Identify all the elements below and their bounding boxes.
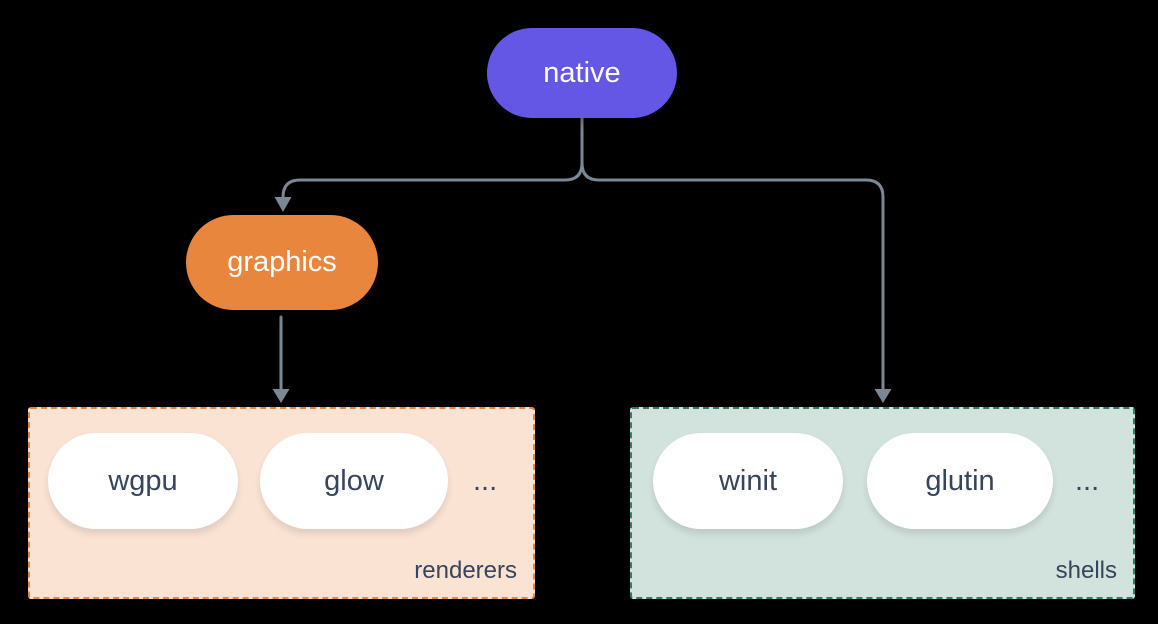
edge-native-to-shells bbox=[580, 116, 885, 391]
more-items-indicator: ... bbox=[473, 464, 498, 497]
node-glow-label: glow bbox=[324, 464, 384, 497]
node-native: native bbox=[487, 28, 677, 118]
node-winit: winit bbox=[653, 433, 843, 529]
node-native-label: native bbox=[543, 56, 621, 89]
group-shells-label: shells bbox=[1055, 557, 1117, 584]
node-glow: glow bbox=[260, 433, 448, 529]
arrowhead-down-icon bbox=[874, 389, 892, 403]
node-glutin: glutin bbox=[867, 433, 1053, 529]
node-graphics-label: graphics bbox=[227, 246, 337, 278]
arrowhead-down-icon bbox=[272, 389, 290, 403]
edge-native-to-graphics bbox=[281, 116, 584, 201]
node-glutin-label: glutin bbox=[925, 464, 995, 497]
node-wgpu: wgpu bbox=[48, 433, 238, 529]
node-winit-label: winit bbox=[718, 464, 777, 497]
group-renderers: wgpu glow ... renderers bbox=[28, 407, 535, 599]
group-renderers-label: renderers bbox=[414, 557, 517, 584]
arrowhead-down-icon bbox=[274, 197, 292, 212]
more-items-indicator: ... bbox=[1075, 464, 1100, 497]
node-wgpu-label: wgpu bbox=[108, 464, 178, 497]
node-graphics: graphics bbox=[186, 215, 378, 310]
group-shells: winit glutin ... shells bbox=[630, 407, 1135, 599]
